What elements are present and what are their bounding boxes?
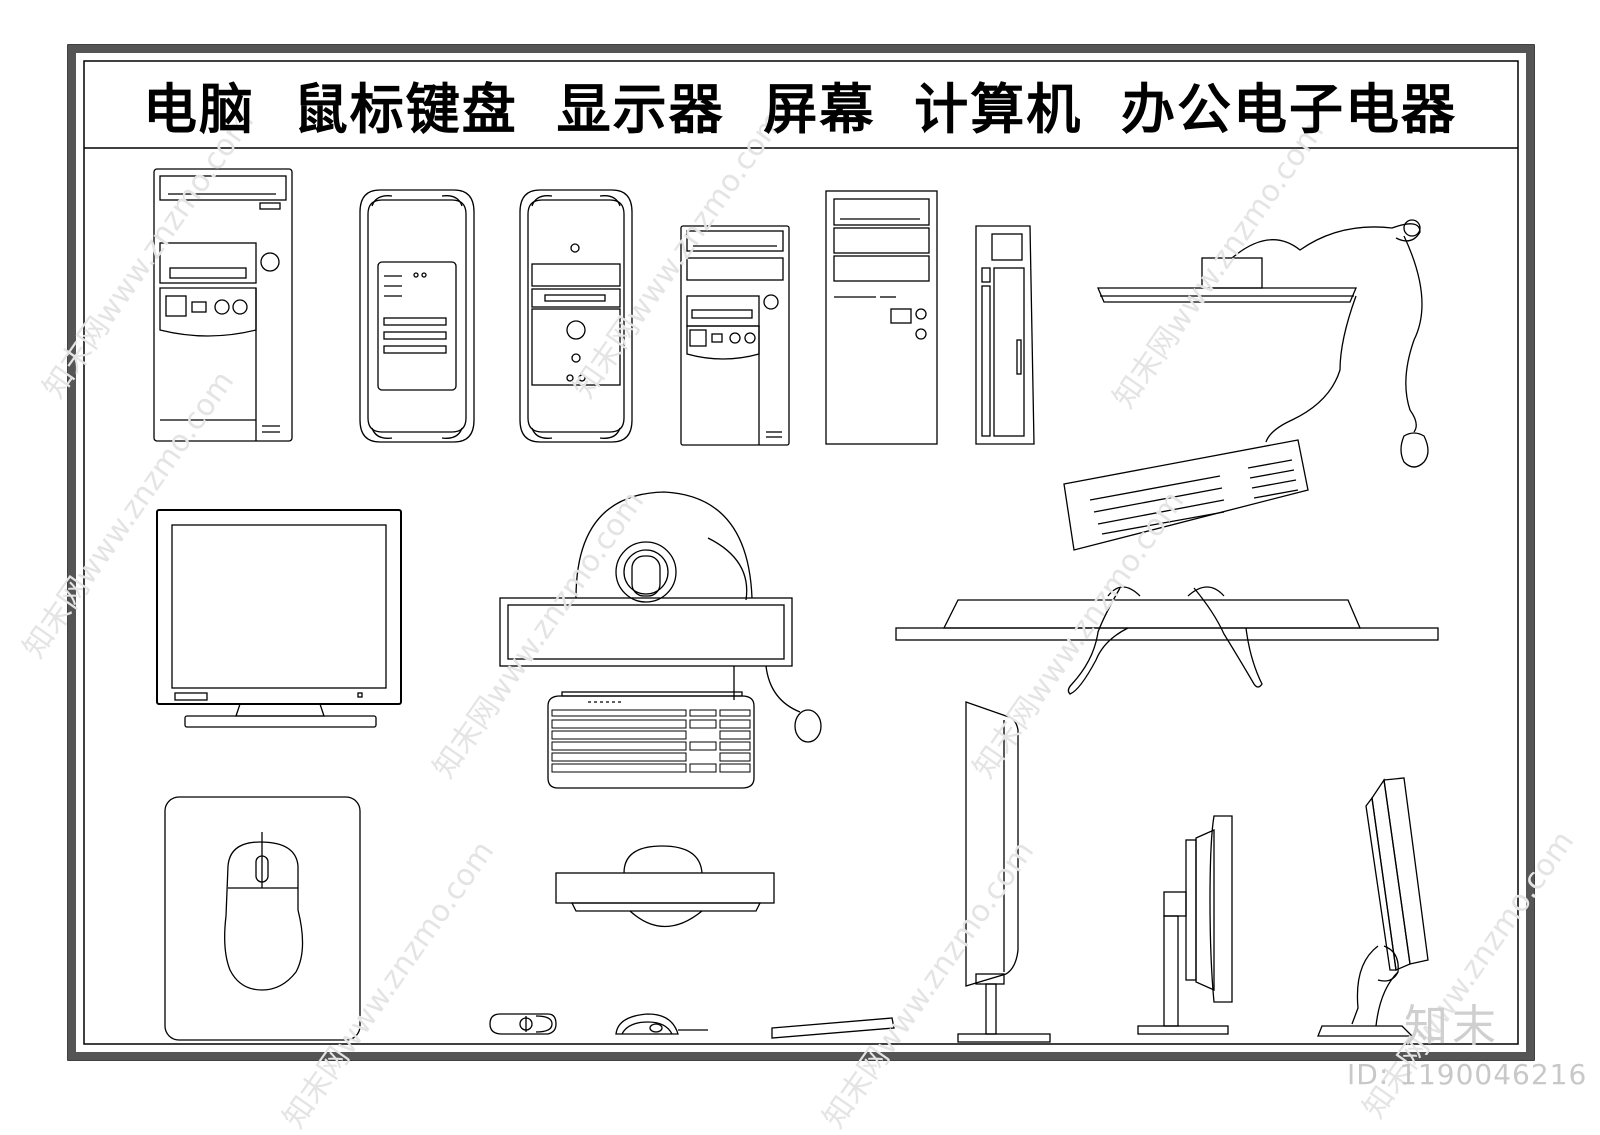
slim-pc <box>975 225 1035 445</box>
keyboard-mouse-top-view <box>1063 219 1429 551</box>
mouse-top-small <box>489 1013 557 1035</box>
lcd-monitor-top-view <box>895 586 1439 695</box>
power-mac-g4-front <box>359 189 475 443</box>
image-id-label: ID: 1190046216 <box>1347 1058 1588 1091</box>
tower-pc-1 <box>153 168 293 442</box>
mouse-side <box>615 1013 708 1035</box>
monitor-top-view-round <box>555 845 775 928</box>
brand-logo: 知末 <box>1404 1001 1500 1052</box>
tower-pc-small <box>680 225 790 446</box>
lcd-monitor-side-2 <box>1137 815 1233 1035</box>
desktop-set-top-view <box>499 491 822 789</box>
keyboard-side <box>771 1017 895 1039</box>
power-mac-g4-detailed <box>519 189 633 443</box>
lcd-monitor-side-1 <box>957 701 1051 1043</box>
tower-pc-plain <box>825 190 938 445</box>
drawing-frame <box>67 44 1535 1061</box>
mouse-pad <box>164 796 361 1041</box>
page-title: 电脑 鼠标键盘 显示器 屏幕 计算机 办公电子电器 <box>143 77 1457 141</box>
crt-monitor-front <box>156 509 402 728</box>
lcd-monitor-side-3 <box>1317 777 1429 1037</box>
